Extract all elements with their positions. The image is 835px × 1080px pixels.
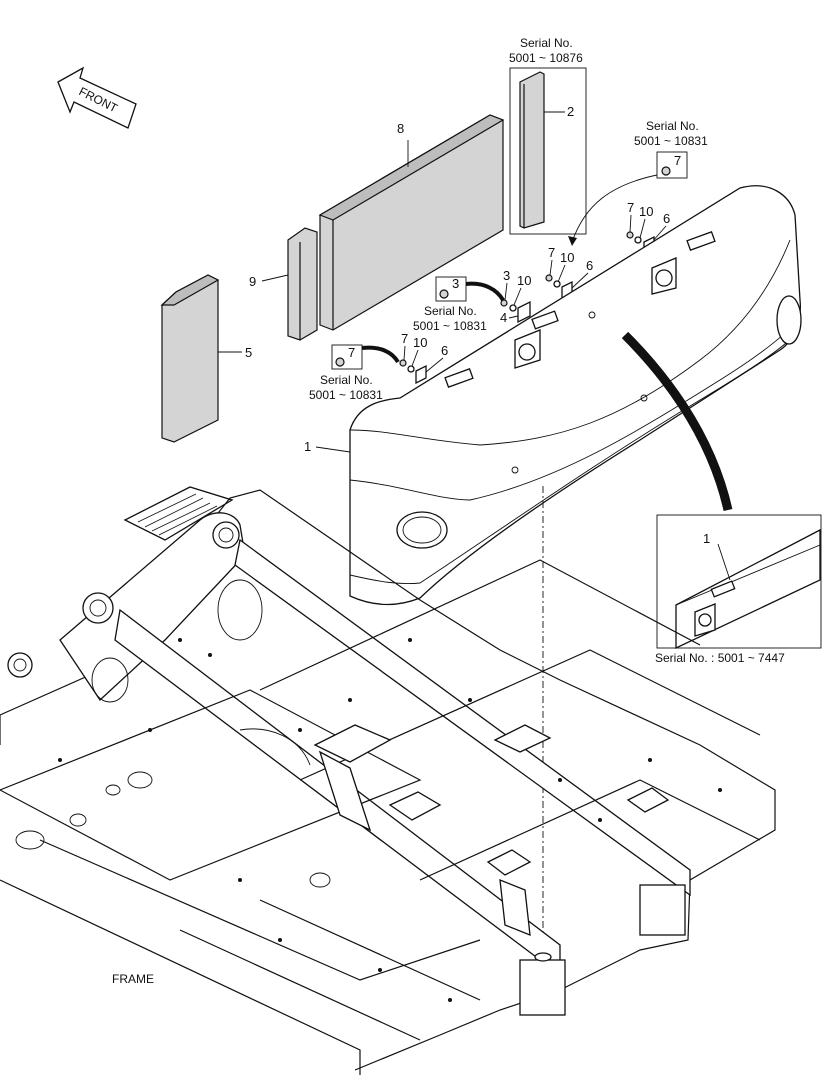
callout-7-d: 7 (548, 245, 555, 260)
callout-1-inset: 1 (703, 531, 710, 546)
inset-detail: 1 (656, 514, 822, 650)
serial-range-1: 5001 ~ 10876 (509, 51, 583, 65)
serial-label-1: Serial No. (520, 36, 573, 50)
callout-5: 5 (245, 345, 252, 360)
part-8-pad (318, 114, 505, 331)
callout-7-a: 7 (674, 153, 681, 168)
callout-6-b: 6 (586, 258, 593, 273)
inset-caption: Serial No. : 5001 ~ 7447 (655, 651, 785, 665)
serial-range-4: 5001 ~ 10831 (309, 388, 383, 402)
callout-9: 9 (249, 274, 256, 289)
callout-7-c: 7 (627, 200, 634, 215)
callout-10-d: 10 (413, 335, 427, 350)
callout-3-b: 3 (503, 268, 510, 283)
frame-label: FRAME (112, 972, 154, 986)
frame-assembly (0, 486, 776, 1075)
callout-8: 8 (397, 121, 404, 136)
serial-box-part-2: Serial No. 5001 ~ 10876 2 (509, 36, 587, 235)
serial-range-3: 5001 ~ 10831 (413, 319, 487, 333)
callout-6-a: 6 (663, 211, 670, 226)
callout-6-c: 6 (441, 343, 448, 358)
serial-label-4: Serial No. (320, 373, 373, 387)
serial-label-2: Serial No. (646, 119, 699, 133)
callout-7-e: 7 (401, 331, 408, 346)
part-1-counterweight (349, 185, 802, 606)
callout-3-a: 3 (452, 276, 459, 291)
callout-7-b: 7 (348, 345, 355, 360)
part-5-pad (160, 274, 220, 443)
callout-4: 4 (500, 310, 507, 325)
serial-range-2: 5001 ~ 10831 (634, 134, 708, 148)
callout-10-a: 10 (639, 204, 653, 219)
part-9-pad (287, 227, 318, 341)
serial-label-3: Serial No. (424, 304, 477, 318)
front-arrow-icon: FRONT (57, 66, 137, 129)
callout-2: 2 (567, 104, 574, 119)
callout-10-b: 10 (560, 250, 574, 265)
callout-1: 1 (304, 439, 311, 454)
callout-10-c: 10 (517, 273, 531, 288)
